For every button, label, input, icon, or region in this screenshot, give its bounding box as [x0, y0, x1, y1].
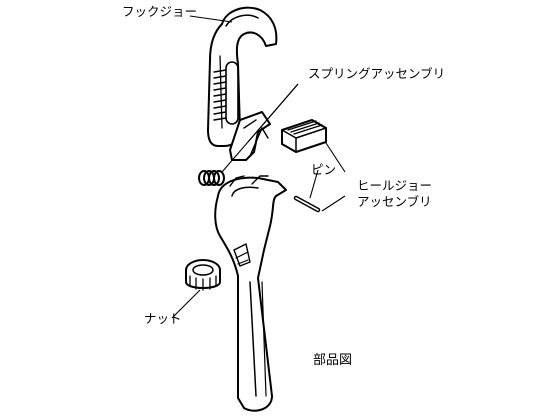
wrench-body-part [214, 175, 287, 412]
label-spring-assembly: スプリングアッセンブリ [308, 66, 446, 81]
label-heel-jaw-assembly-2: アッセンブリ [357, 194, 432, 209]
hook-jaw-part [207, 6, 278, 147]
leader-heel-block [325, 142, 346, 173]
leader-spring-2 [247, 83, 299, 143]
coil-spring-part [198, 170, 225, 186]
leader-pin [309, 169, 319, 199]
label-nut: ナット [144, 311, 182, 326]
label-hook-jaw: フックジョー [122, 4, 198, 19]
label-pin: ピン [311, 162, 337, 177]
label-heel-jaw-assembly-1: ヒールジョー [357, 178, 433, 193]
leader-nut [171, 289, 201, 319]
heel-jaw-block-part [281, 119, 327, 153]
leader-hook-jaw [189, 15, 233, 23]
nut-part [185, 259, 221, 291]
spring-clip-part [229, 111, 271, 161]
diagram-caption: 部品図 [313, 353, 353, 368]
leader-heel-pin [321, 195, 346, 212]
pin-part [293, 195, 321, 213]
